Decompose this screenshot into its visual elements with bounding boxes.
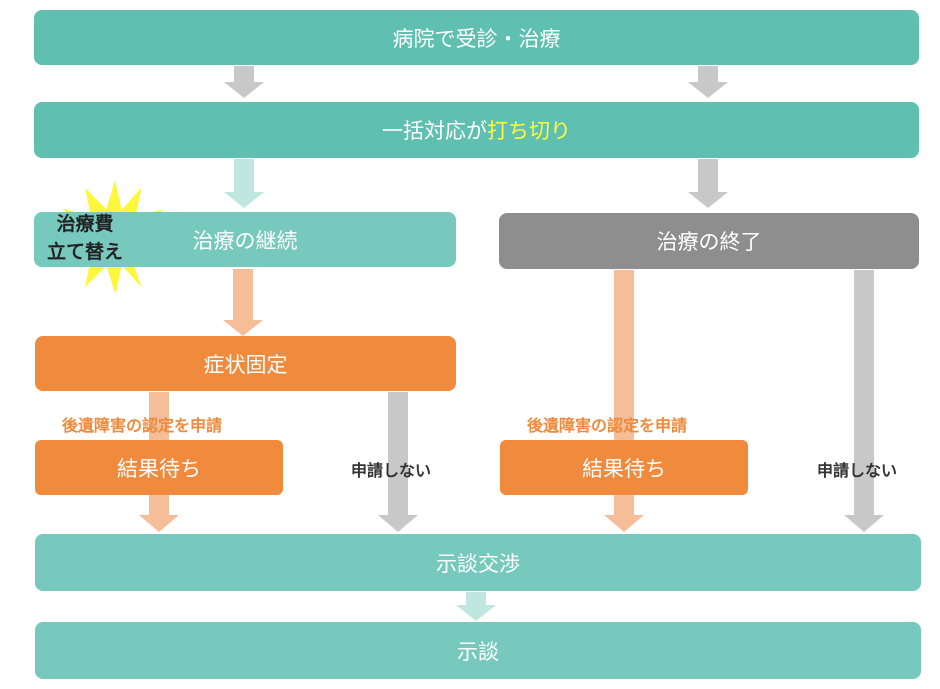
starburst-text: 治療費 立て替え [10, 210, 160, 266]
arrow-to-end [688, 159, 728, 208]
arrow-to-settlement [456, 592, 496, 621]
lump-sum-highlight: 打ち切り [487, 119, 571, 143]
step-hospital: 病院で受診・治療 [34, 10, 919, 65]
step-negotiation: 示談交渉 [35, 534, 921, 591]
label-no-apply-right: 申請しない [817, 461, 898, 480]
arrow-right-no-apply [844, 270, 884, 532]
starburst-line-2: 立て替え [46, 241, 123, 263]
waiting-result-right-label: 結果待ち [582, 456, 666, 481]
lump-sum-prefix: 一括対応が [382, 119, 487, 143]
step-end-treatment-label: 治療の終了 [656, 230, 762, 254]
step-symptom-fixed: 症状固定 [35, 336, 456, 391]
label-no-apply-left: 申請しない [351, 461, 432, 480]
starburst-line-1: 治療費 [56, 213, 114, 235]
step-waiting-result-right: 結果待ち [500, 440, 748, 495]
arrow-left-no-apply [378, 392, 418, 532]
step-lump-sum-ended: 一括対応が打ち切り [34, 102, 919, 158]
step-continue-treatment-label: 治療の継続 [192, 228, 298, 253]
step-negotiation-label: 示談交渉 [436, 551, 520, 576]
waiting-result-left-label: 結果待ち [117, 456, 201, 481]
arrow-to-symptom-fixed [223, 269, 263, 336]
step-waiting-result-left: 結果待ち [35, 440, 283, 495]
arrow-to-continue [224, 159, 264, 208]
step-symptom-fixed-label: 症状固定 [203, 352, 288, 377]
step-lump-sum-label: 一括対応が打ち切り [382, 115, 571, 145]
step-end-treatment: 治療の終了 [499, 213, 919, 269]
arrow-hospital-right [688, 66, 728, 98]
label-apply-disability-left: 後遺障害の認定を申請 [62, 416, 223, 435]
step-continue-treatment: 治療の継続 [34, 212, 456, 267]
step-settlement-label: 示談 [457, 639, 499, 664]
step-hospital-label: 病院で受診・治療 [392, 26, 561, 51]
label-apply-disability-right: 後遺障害の認定を申請 [527, 416, 688, 435]
arrow-hospital-left [224, 66, 264, 98]
step-settlement: 示談 [35, 622, 921, 679]
